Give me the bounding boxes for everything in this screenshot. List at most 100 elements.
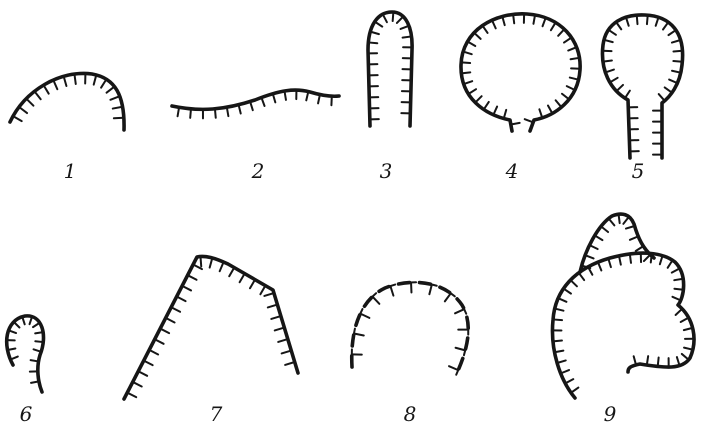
hatch-tick <box>673 51 682 52</box>
hatch-tick <box>403 36 412 37</box>
hatch-tick <box>677 357 680 366</box>
hatch-tick <box>656 17 659 26</box>
hatch-tick <box>676 309 683 315</box>
hatch-tick <box>626 17 629 26</box>
hatch-tick <box>665 87 672 92</box>
panel-1: 1 <box>10 73 124 183</box>
contour-2-wavy <box>172 90 339 109</box>
panel-label-5: 5 <box>632 159 645 183</box>
hatch-tick <box>502 16 504 25</box>
hatch-tick <box>558 298 566 302</box>
hatch-tick <box>570 280 576 286</box>
hatch-tick <box>564 38 571 43</box>
hatch-tick <box>188 275 197 280</box>
panel-label-7: 7 <box>210 402 223 426</box>
hatch-tick <box>663 22 668 29</box>
hatch-tick <box>372 297 379 304</box>
hatch-tick <box>268 305 278 308</box>
hatch-tick <box>271 316 281 319</box>
hatch-tick <box>383 14 387 22</box>
hatch-tick <box>10 357 17 360</box>
hatch-tick <box>200 256 201 266</box>
panel-label-3: 3 <box>380 159 393 183</box>
hatch-tick <box>229 268 234 277</box>
hatch-tick <box>360 314 369 318</box>
hatch-tick <box>564 289 571 294</box>
panel-2: 2 <box>172 90 339 183</box>
hatch-tick <box>44 85 49 94</box>
hatch-tick <box>617 85 624 91</box>
hatch-tick <box>171 307 180 312</box>
hatch-tick <box>682 354 689 360</box>
hatch-tick <box>19 107 27 113</box>
hatch-tick <box>273 94 276 103</box>
hatch-tick <box>264 293 274 296</box>
hatch-tick <box>553 341 562 342</box>
panel-5: 5 <box>602 15 682 183</box>
hatch-tick <box>579 273 584 280</box>
hatch-tick <box>647 15 648 24</box>
hatch-tick <box>601 226 608 232</box>
hatch-tick <box>461 72 470 73</box>
panel-4: 4 <box>461 14 580 183</box>
hatch-tick <box>26 99 33 106</box>
hatch-tick <box>149 350 158 355</box>
hatch-tick <box>672 297 680 301</box>
hatch-tick <box>455 309 464 313</box>
hatch-tick <box>558 29 564 36</box>
hatch-marks-3 <box>368 12 412 119</box>
hatch-tick <box>644 255 650 261</box>
panel-3: 3 <box>368 12 412 183</box>
hatch-tick <box>539 109 542 118</box>
hatch-tick <box>456 348 466 351</box>
hatch-tick <box>595 235 603 240</box>
hatch-tick <box>166 318 175 323</box>
hatch-tick <box>660 256 663 265</box>
hatch-tick <box>562 94 569 100</box>
hatch-tick <box>603 61 612 62</box>
hatch-tick <box>608 258 611 267</box>
hatch-tick <box>568 47 576 50</box>
hatch-tick <box>35 341 43 342</box>
hatch-tick <box>182 286 191 291</box>
hatch-tick <box>551 23 556 31</box>
hatch-tick <box>177 297 186 302</box>
hatch-tick <box>449 366 458 370</box>
hatch-tick <box>107 87 115 93</box>
hatch-marks-2 <box>178 90 332 118</box>
hatch-tick <box>397 17 403 23</box>
hatch-tick <box>35 91 41 99</box>
hatch-tick <box>390 286 393 296</box>
hatch-tick <box>674 279 683 280</box>
panel-6: 6 <box>7 316 44 426</box>
hatch-tick <box>609 218 615 225</box>
contour-9-main-body <box>552 253 694 398</box>
hatch-tick <box>464 81 473 84</box>
panel-8: 8 <box>352 282 469 426</box>
panel-label-6: 6 <box>20 402 33 426</box>
hatch-tick <box>31 360 39 361</box>
hatch-tick <box>240 274 245 283</box>
hatch-tick <box>548 106 552 114</box>
hatch-tick <box>565 379 573 383</box>
panel-label-1: 1 <box>64 159 77 183</box>
hatch-tick <box>513 14 514 23</box>
hatch-tick <box>623 217 629 224</box>
hatch-tick <box>647 356 648 365</box>
hatch-tick <box>53 80 57 89</box>
hatch-tick <box>484 102 489 109</box>
hatch-tick <box>668 260 673 268</box>
hatch-tick <box>278 339 288 342</box>
hatch-tick <box>659 94 665 101</box>
panel-label-2: 2 <box>251 159 265 183</box>
hatch-tick <box>610 78 618 83</box>
hatch-tick <box>215 109 216 118</box>
hatch-tick <box>561 370 569 373</box>
hatch-tick <box>637 15 638 24</box>
hatch-tick <box>445 293 451 301</box>
panel-label-4: 4 <box>505 159 519 183</box>
hatch-tick <box>74 74 75 84</box>
hatch-tick <box>475 96 481 102</box>
hatch-tick <box>468 89 476 94</box>
hatch-tick <box>393 12 394 21</box>
